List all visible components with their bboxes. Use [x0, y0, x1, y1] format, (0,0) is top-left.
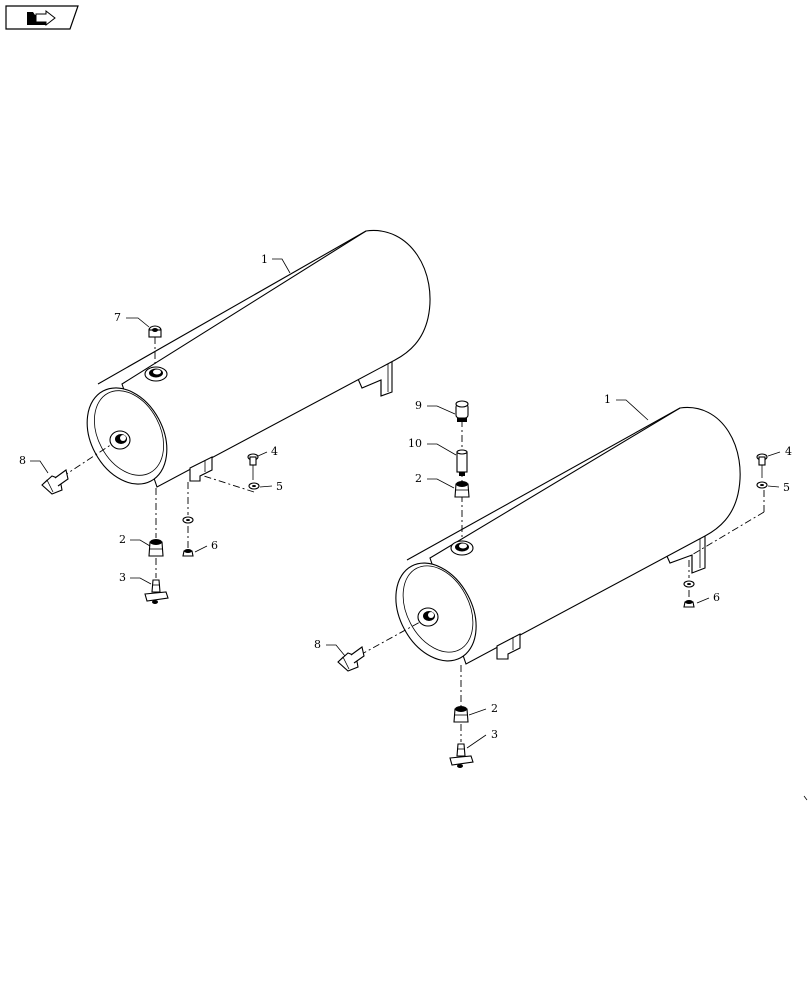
- right-drain-assembly: [449, 665, 474, 768]
- callout-right-adapter-bottom: 2: [491, 702, 498, 715]
- callout-left-bolt: 4: [271, 445, 278, 458]
- callout-right-washer: 5: [783, 481, 790, 494]
- right-tank-assembly: [337, 400, 768, 768]
- callout-left-tank: 1: [261, 253, 268, 266]
- callout-left-adapter: 2: [119, 533, 126, 546]
- callout-left-washer: 5: [276, 480, 283, 493]
- left-plug-7: [148, 325, 162, 366]
- right-mounting-bracket-front: [496, 633, 521, 660]
- left-drain-assembly: [144, 488, 169, 604]
- corner-mark: [803, 795, 808, 801]
- right-top-stack: [454, 400, 470, 540]
- callout-right-fitting: 8: [314, 638, 321, 651]
- right-fitting-8: [337, 621, 421, 672]
- callout-left-valve: 3: [119, 571, 126, 584]
- callout-right-bolt: 4: [785, 445, 792, 458]
- callout-right-cap: 9: [415, 399, 422, 412]
- right-bolt-assembly: [683, 453, 768, 608]
- callout-left-fitting: 8: [19, 454, 26, 467]
- folder-arrow-icon: [27, 9, 56, 27]
- callout-left-nut: 6: [211, 539, 218, 552]
- left-tank-assembly: [41, 229, 431, 604]
- nav-button[interactable]: [5, 5, 79, 30]
- left-top-port: [144, 366, 168, 382]
- left-mounting-bracket-front: [189, 456, 213, 482]
- callout-right-valve: 3: [491, 728, 498, 741]
- callout-leaders: [30, 258, 781, 749]
- callout-right-adapter-top: 2: [415, 472, 422, 485]
- callout-right-tank: 1: [604, 393, 611, 406]
- callout-right-nut: 6: [713, 591, 720, 604]
- right-end-port: [417, 607, 439, 627]
- left-end-port: [109, 430, 131, 450]
- callout-labels: 1 7 8 4 5 6 2 3 1 9 10 2 4 5 6 8 2 3: [19, 253, 792, 741]
- right-tank-body: [395, 407, 741, 665]
- left-fitting-8: [41, 443, 113, 495]
- right-top-port: [450, 540, 474, 556]
- callout-left-plug: 7: [114, 311, 121, 324]
- callout-right-spacer: 10: [408, 437, 422, 450]
- left-bolt-assembly: [182, 453, 260, 557]
